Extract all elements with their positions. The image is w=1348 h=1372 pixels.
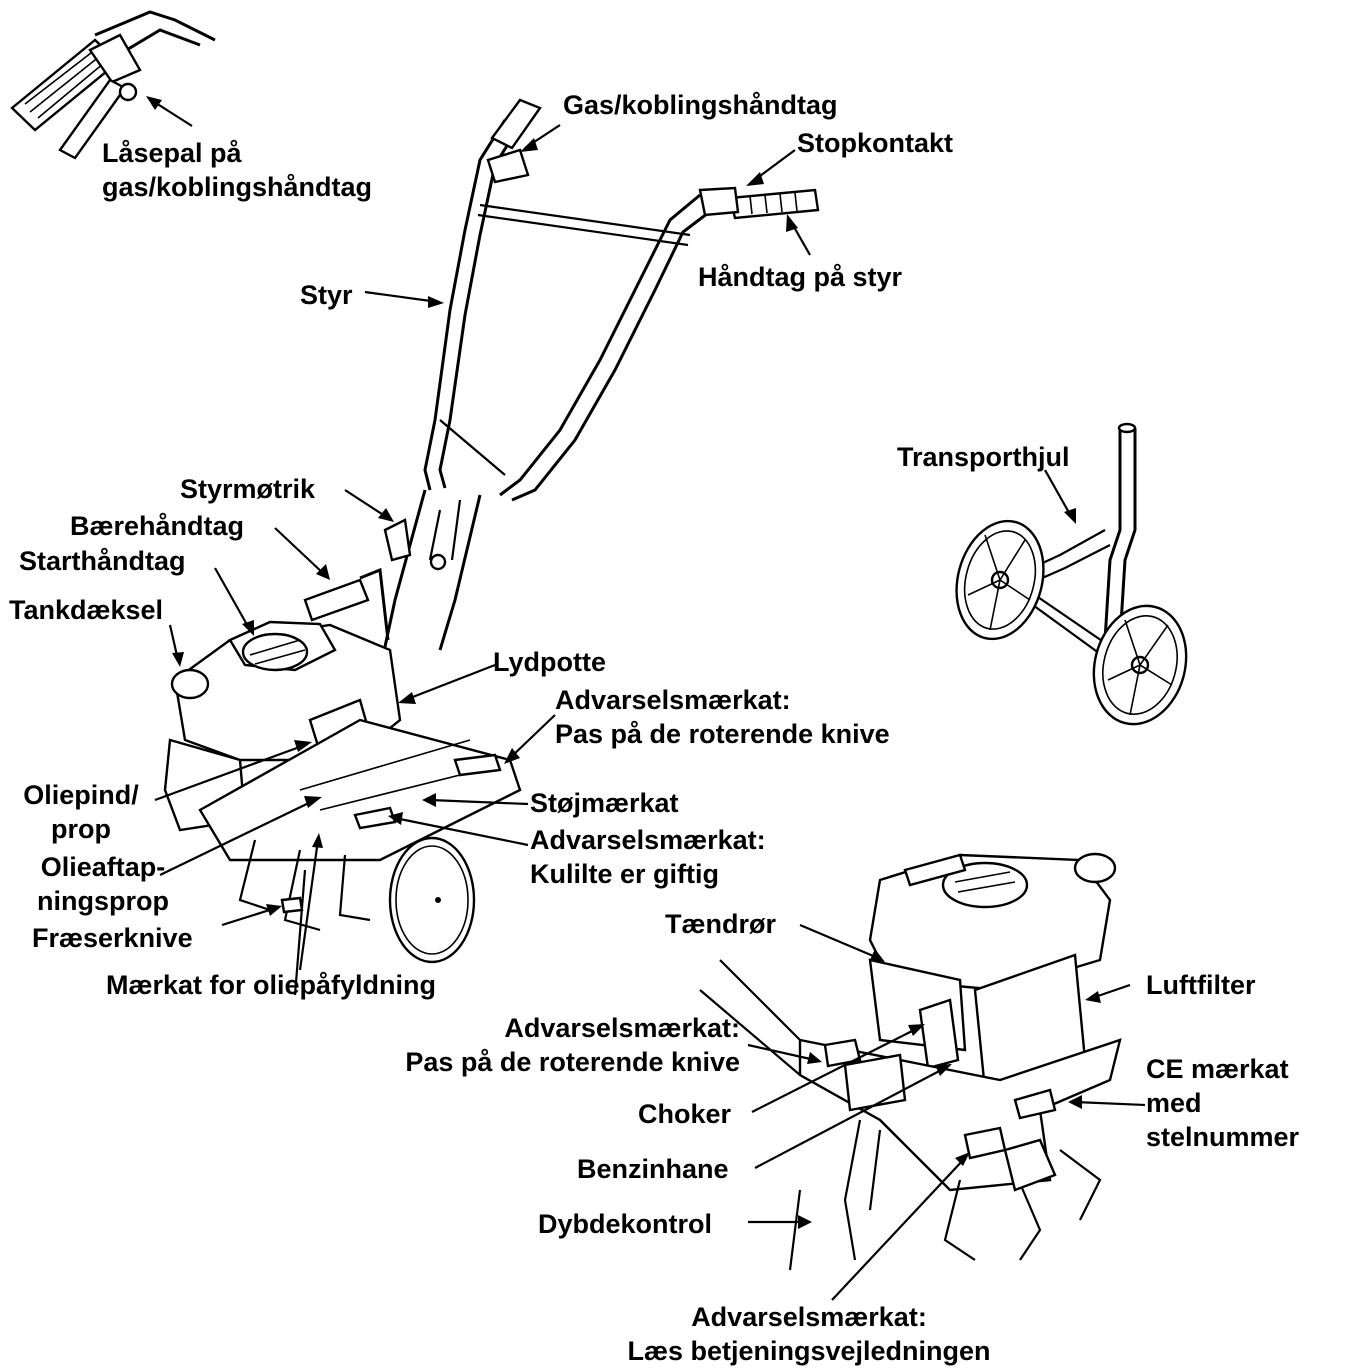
label-oliepind-line1: Oliepind/ [8,778,154,812]
label-olieaftap-line1: Olieaftap- [30,850,176,884]
label-advarsel-knive-top-line2: Pas på de roterende knive [555,717,890,751]
label-choker: Choker [638,1097,731,1131]
label-stopkontakt: Stopkontakt [797,126,953,160]
label-advarsel-kulilte-line1: Advarselsmærkat: [530,823,766,857]
label-advarsel-kulilte: Advarselsmærkat: Kulilte er giftig [530,823,766,891]
label-advarsel-knive-top: Advarselsmærkat: Pas på de roterende kni… [555,683,890,751]
label-starthandtag: Starthåndtag [19,544,186,578]
label-stojmaerkat: Støjmærkat [530,786,679,820]
label-lydpotte: Lydpotte [493,645,606,679]
label-advarsel-knive-bottom-line2: Pas på de roterende knive [340,1045,740,1079]
label-advarsel-kulilte-line2: Kulilte er giftig [530,857,766,891]
label-benzinhane: Benzinhane [577,1152,729,1186]
label-oliepind-line2: prop [8,812,154,846]
label-olieaftap-line2: ningsprop [30,884,176,918]
label-ce-line1: CE mærkat [1146,1052,1299,1086]
label-maerkat-olie: Mærkat for oliepåfyldning [106,968,436,1002]
label-tankdaeksel: Tankdæksel [9,593,163,627]
label-advarsel-laes: Advarselsmærkat: Læs betjeningsvejlednin… [574,1300,1044,1368]
label-lasepal-line1: Låsepal på [102,136,372,170]
label-styrmotrik: Styrmøtrik [180,472,315,506]
label-baerehandtag: Bærehåndtag [70,509,244,543]
label-advarsel-laes-line2: Læs betjeningsvejledningen [574,1334,1044,1368]
label-advarsel-knive-top-line1: Advarselsmærkat: [555,683,890,717]
label-transporthjul: Transporthjul [897,440,1070,474]
label-taendror: Tændrør [665,907,776,941]
label-dybdekontrol: Dybdekontrol [538,1207,712,1241]
label-olieaftap: Olieaftap- ningsprop [30,850,176,918]
label-ce-line3: stelnummer [1146,1120,1299,1154]
label-lasepal: Låsepal på gas/koblingshåndtag [102,136,372,204]
label-handtag-styr: Håndtag på styr [698,260,902,294]
label-advarsel-laes-line1: Advarselsmærkat: [574,1300,1044,1334]
label-oliepind: Oliepind/ prop [8,778,154,846]
label-advarsel-knive-bottom-line1: Advarselsmærkat: [340,1011,740,1045]
label-luftfilter: Luftfilter [1146,968,1255,1002]
label-advarsel-knive-bottom: Advarselsmærkat: Pas på de roterende kni… [340,1011,740,1079]
label-ce-maerkat: CE mærkat med stelnummer [1146,1052,1299,1154]
label-styr: Styr [300,278,353,312]
label-fraeserknive: Fræserknive [32,921,193,955]
label-gas-kobling: Gas/koblingshåndtag [563,88,838,122]
label-ce-line2: med [1146,1086,1299,1120]
label-lasepal-line2: gas/koblingshåndtag [102,170,372,204]
